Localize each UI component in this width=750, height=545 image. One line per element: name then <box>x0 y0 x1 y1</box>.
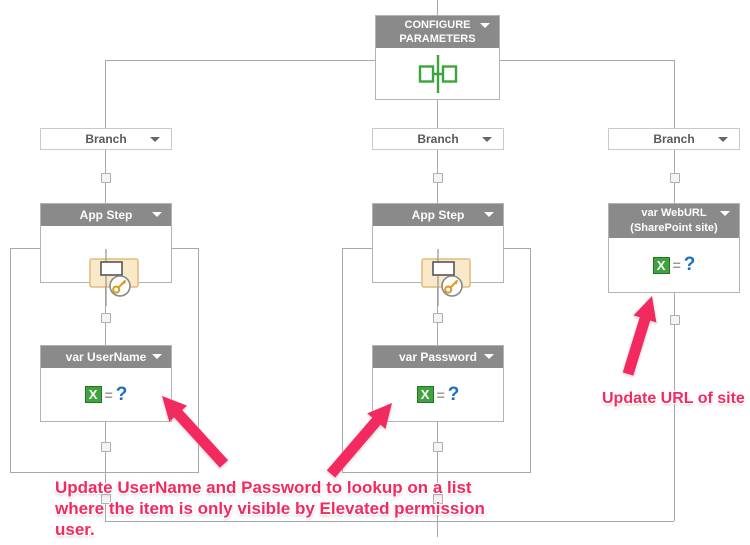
branch-label: Branch <box>85 132 127 146</box>
annotation-line: where the item is only visible by Elevat… <box>55 499 485 518</box>
connector-handle[interactable] <box>670 173 680 183</box>
key-icon <box>441 275 463 297</box>
connector-line <box>105 60 106 128</box>
connector-line <box>198 248 199 473</box>
connector-line <box>105 521 674 522</box>
connector-line <box>437 100 438 128</box>
branch-label: Branch <box>417 132 459 146</box>
connector-line <box>500 60 674 61</box>
step-var-weburl-body: X = ? <box>609 238 739 292</box>
step-var-weburl-header[interactable]: var WebURL (SharePoint site) <box>609 204 739 238</box>
connector-handle[interactable] <box>433 494 443 504</box>
chevron-down-icon[interactable] <box>480 23 490 28</box>
key-icon <box>109 275 131 297</box>
step-var-username: var UserName X = ? <box>40 345 172 422</box>
app-step-icon[interactable] <box>421 249 477 306</box>
connector-handle[interactable] <box>101 313 111 323</box>
value-placeholder-link[interactable]: ? <box>447 383 460 405</box>
step-var-username-body: X = ? <box>41 368 171 421</box>
step-title: CONFIGURE <box>404 19 471 31</box>
branch-2[interactable]: Branch <box>372 128 504 150</box>
annotation-line: Update UserName and Password to lookup o… <box>55 478 472 497</box>
connector-handle[interactable] <box>670 315 680 325</box>
connector-handle[interactable] <box>101 442 111 452</box>
step-var-password-body: X = ? <box>373 368 503 421</box>
chevron-down-icon[interactable] <box>482 137 492 142</box>
chevron-down-icon[interactable] <box>484 212 494 217</box>
step-var-username-header[interactable]: var UserName <box>41 346 171 368</box>
step-title: PARAMETERS <box>399 33 476 45</box>
connector-handle[interactable] <box>101 173 111 183</box>
chevron-down-icon[interactable] <box>484 354 494 359</box>
step-title: var WebURL <box>641 207 707 219</box>
value-placeholder-link[interactable]: ? <box>683 254 696 275</box>
step-title: App Step <box>79 208 133 222</box>
connector-handle[interactable] <box>101 494 111 504</box>
connector-line <box>503 248 530 249</box>
connector-line <box>437 422 438 537</box>
variable-x-icon[interactable]: X <box>652 256 670 274</box>
chevron-down-icon[interactable] <box>718 137 728 142</box>
annotation-note-credentials: Update UserName and Password to lookup o… <box>55 477 515 540</box>
connector-line <box>674 60 675 128</box>
connector-line <box>171 248 198 249</box>
parallel-block-icon[interactable] <box>416 52 460 96</box>
connector-line <box>105 60 376 61</box>
connector-handle[interactable] <box>433 442 443 452</box>
connector-line <box>10 472 198 473</box>
variable-assignment-icon[interactable]: X = ? <box>652 254 696 276</box>
step-var-password-header[interactable]: var Password <box>373 346 503 368</box>
chevron-down-icon[interactable] <box>152 212 162 217</box>
annotation-line: user. <box>55 520 95 539</box>
variable-assignment-icon[interactable]: X = ? <box>84 383 128 406</box>
variable-x-icon[interactable]: X <box>416 386 434 403</box>
chevron-down-icon[interactable] <box>152 354 162 359</box>
step-app-step-1: App Step <box>40 203 172 306</box>
step-configure-parameters-header[interactable]: CONFIGURE PARAMETERS <box>376 16 499 48</box>
connector-line <box>342 248 343 473</box>
chevron-down-icon[interactable] <box>720 211 730 216</box>
connector-line <box>342 472 530 473</box>
connector-line <box>342 248 373 249</box>
branch-3[interactable]: Branch <box>608 128 740 150</box>
step-configure-parameters-body <box>376 48 499 99</box>
app-step-icon[interactable] <box>89 249 145 306</box>
step-configure-parameters: CONFIGURE PARAMETERS <box>375 15 500 100</box>
annotation-note-site-url: Update URL of site <box>602 390 745 407</box>
branch-1[interactable]: Branch <box>40 128 172 150</box>
step-subtitle: (SharePoint site) <box>630 222 718 234</box>
step-title: var Password <box>398 350 478 364</box>
connector-line <box>674 150 675 521</box>
connector-line <box>437 0 438 15</box>
step-app-step-2-body <box>373 226 503 306</box>
chevron-down-icon[interactable] <box>150 137 160 142</box>
value-placeholder-link[interactable]: ? <box>115 383 128 405</box>
step-title: var UserName <box>65 350 147 364</box>
equals-sign: = <box>436 386 445 403</box>
branch-label: Branch <box>653 132 695 146</box>
equals-sign: = <box>104 386 113 403</box>
connector-handle[interactable] <box>433 313 443 323</box>
step-app-step-2-header[interactable]: App Step <box>373 204 503 226</box>
step-title: App Step <box>411 208 465 222</box>
step-app-step-1-body <box>41 226 171 306</box>
variable-assignment-icon[interactable]: X = ? <box>416 383 460 406</box>
step-app-step-1-header[interactable]: App Step <box>41 204 171 226</box>
connector-line <box>530 248 531 473</box>
connector-handle[interactable] <box>433 173 443 183</box>
annotation-arrow-weburl <box>622 296 657 376</box>
connector-line <box>10 248 41 249</box>
connector-line <box>10 248 11 473</box>
step-var-weburl: var WebURL (SharePoint site) X = ? <box>608 203 740 293</box>
variable-x-icon[interactable]: X <box>84 386 102 403</box>
step-app-step-2: App Step <box>372 203 504 306</box>
equals-sign: = <box>672 257 681 273</box>
connector-line <box>105 422 106 521</box>
step-var-password: var Password X = ? <box>372 345 504 422</box>
